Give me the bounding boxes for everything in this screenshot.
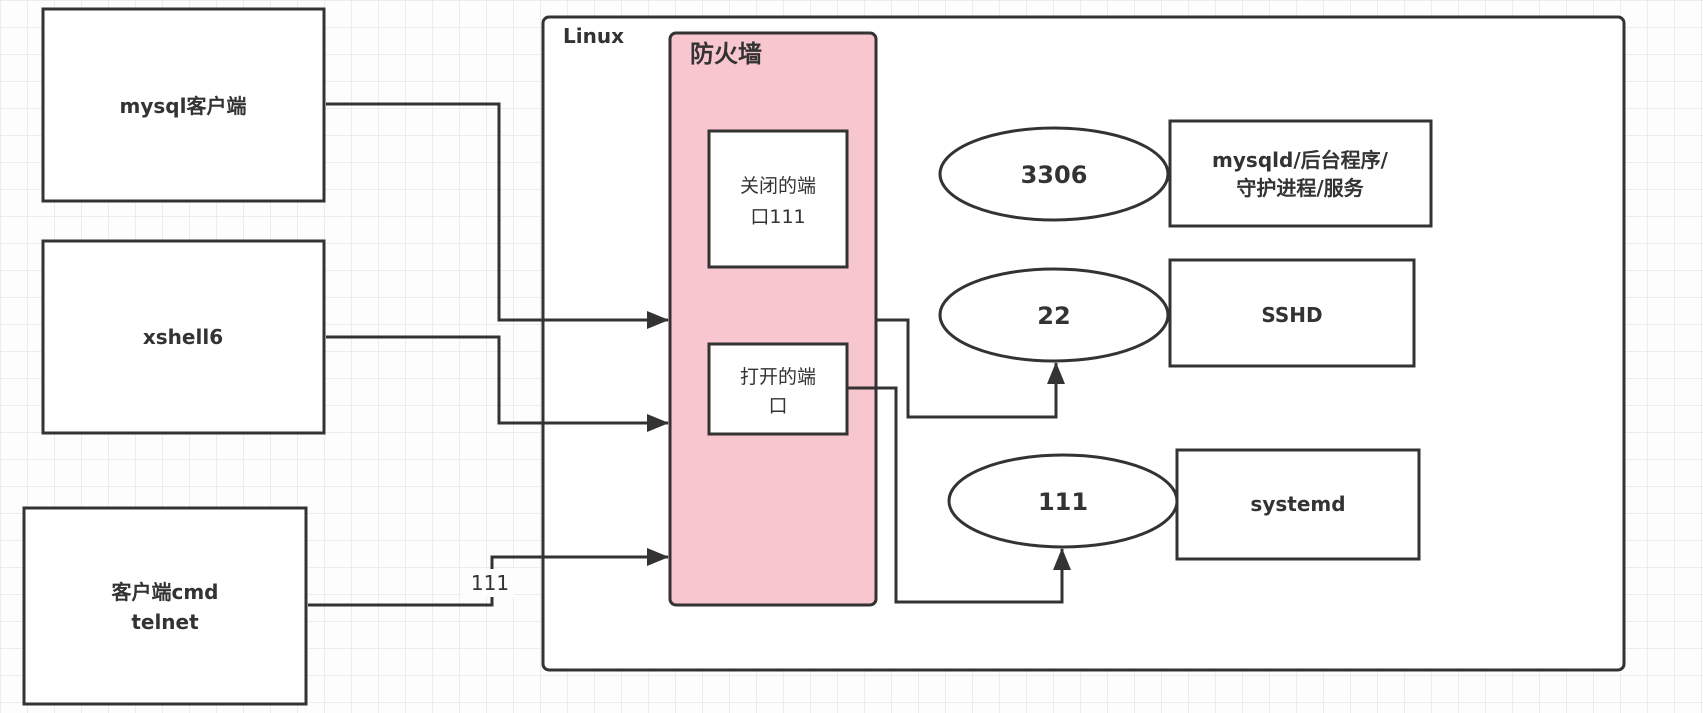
service-mysqld[interactable]: mysqld/后台程序/ 守护进程/服务 bbox=[1168, 119, 1433, 228]
port-111-label: 111 bbox=[1038, 488, 1088, 516]
connector-xshell-to-firewall bbox=[326, 335, 669, 432]
port-22-label: 22 bbox=[1037, 302, 1070, 330]
connector-mysql-to-firewall bbox=[326, 102, 669, 329]
port-3306[interactable]: 3306 bbox=[938, 126, 1170, 222]
open-port-box[interactable]: 打开的端 口 bbox=[707, 342, 849, 436]
port-3306-label: 3306 bbox=[1021, 161, 1088, 189]
client-mysql[interactable]: mysql客户端 bbox=[41, 7, 326, 203]
telnet-port-label: 111 bbox=[471, 571, 509, 595]
open-port-line2: 口 bbox=[768, 395, 787, 417]
client-telnet-label: telnet bbox=[131, 610, 199, 634]
client-mysql-label: mysql客户端 bbox=[120, 94, 247, 118]
service-sshd[interactable]: SSHD bbox=[1168, 258, 1416, 368]
port-22[interactable]: 22 bbox=[938, 267, 1170, 363]
closed-port-line2: 口111 bbox=[750, 206, 805, 228]
linux-label: Linux bbox=[563, 24, 624, 48]
closed-port-box[interactable]: 关闭的端 口111 bbox=[707, 129, 849, 269]
client-xshell6[interactable]: xshell6 bbox=[41, 239, 326, 435]
connector-open-port-to-port-111 bbox=[847, 386, 1071, 604]
service-sshd-label: SSHD bbox=[1261, 303, 1322, 327]
service-mysqld-line2: 守护进程/服务 bbox=[1236, 176, 1364, 200]
service-systemd-label: systemd bbox=[1250, 492, 1345, 516]
service-systemd[interactable]: systemd bbox=[1175, 448, 1421, 561]
firewall-label: 防火墙 bbox=[690, 40, 762, 68]
client-cmd-telnet[interactable]: 客户端cmd telnet bbox=[22, 506, 308, 706]
closed-port-line1: 关闭的端 bbox=[740, 175, 816, 197]
client-cmd-label: 客户端cmd bbox=[110, 580, 218, 604]
connector-firewall-to-port-22 bbox=[876, 318, 1065, 419]
port-111[interactable]: 111 bbox=[947, 453, 1179, 549]
open-port-line1: 打开的端 bbox=[740, 366, 816, 388]
firewall[interactable]: 防火墙 bbox=[668, 31, 878, 607]
telnet-port-label-bg bbox=[462, 569, 514, 597]
client-xshell6-label: xshell6 bbox=[143, 325, 223, 349]
service-mysqld-line1: mysqld/后台程序/ bbox=[1212, 148, 1389, 172]
